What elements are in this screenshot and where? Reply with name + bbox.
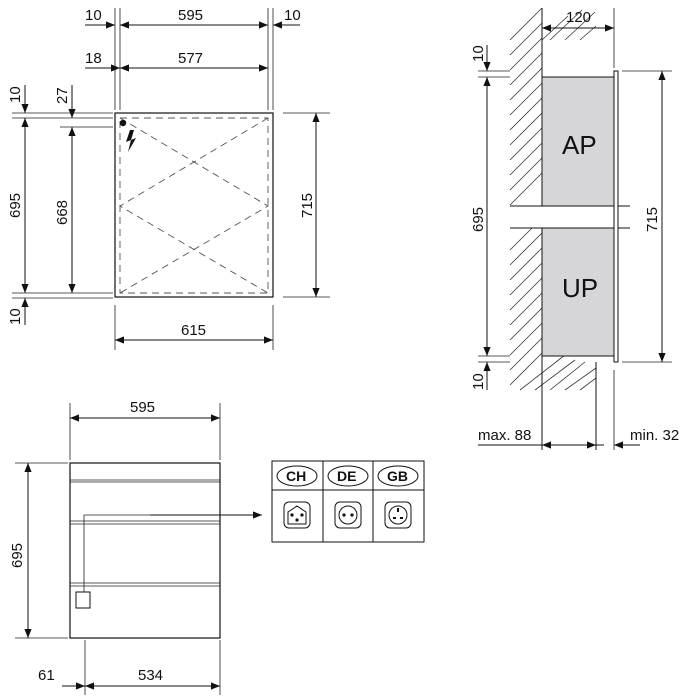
dim-height-total: 715 [299, 193, 316, 218]
door-panel [613, 70, 619, 363]
socket-label-de: DE [337, 468, 356, 484]
door-hinge-line-left [119, 117, 269, 294]
dim-back-offset: 61 [38, 667, 55, 684]
dim-back-width: 595 [130, 399, 155, 416]
wall-break [510, 206, 630, 228]
socket-box [75, 591, 91, 609]
front-view: 10 595 10 18 577 10 695 10 27 668 715 [7, 7, 330, 350]
dim-depth: 120 [566, 9, 591, 26]
door-hinge-line-right [119, 117, 269, 294]
dim-side-bottom-gap: 10 [470, 373, 487, 390]
socket-ch-icon [283, 501, 311, 529]
dim-max: max. 88 [478, 427, 531, 444]
socket-label-pill [377, 465, 419, 487]
socket-label-pill [276, 465, 318, 487]
dim-min: min. 32 [630, 427, 679, 444]
cabinet-frame [114, 112, 274, 298]
recessed-mount-box [541, 227, 615, 357]
dim-width-bottom: 615 [181, 322, 206, 339]
recessed-mount-label: UP [562, 273, 598, 303]
back-cabinet-frame [69, 462, 221, 639]
socket-de-icon [334, 501, 362, 529]
dim-top-gap: 10 [7, 86, 24, 103]
dim-side-height-right: 715 [644, 207, 661, 232]
dim-top-offset: 27 [54, 87, 71, 104]
dim-inner-width: 577 [178, 50, 203, 67]
surface-mount-box [541, 76, 615, 207]
mount-point [119, 119, 127, 127]
dim-width-total: 595 [178, 7, 203, 24]
side-view: AP UP 120 10 695 10 715 max. 88 min. 32 [470, 7, 679, 450]
socket-label-pill [327, 465, 369, 487]
socket-label-gb: GB [387, 468, 408, 484]
dim-inner-offset: 18 [85, 50, 102, 67]
dim-side-top-gap: 10 [470, 45, 487, 62]
dim-side-height-left: 695 [470, 207, 487, 232]
dim-bottom-gap: 10 [7, 308, 24, 325]
dim-gap-right: 10 [284, 7, 301, 24]
surface-mount-label: AP [562, 130, 597, 160]
back-view: 595 695 61 534 [9, 399, 262, 695]
socket-label-ch: CH [286, 468, 306, 484]
dim-height-outer: 695 [7, 193, 24, 218]
lightning-icon [126, 130, 136, 152]
dim-back-inner-width: 534 [138, 667, 163, 684]
socket-table: CH DE GB [271, 460, 425, 543]
dim-back-height: 695 [9, 543, 26, 568]
dim-gap-left: 10 [85, 7, 102, 24]
socket-gb-icon [384, 501, 412, 529]
dim-inner-height: 668 [54, 200, 71, 225]
